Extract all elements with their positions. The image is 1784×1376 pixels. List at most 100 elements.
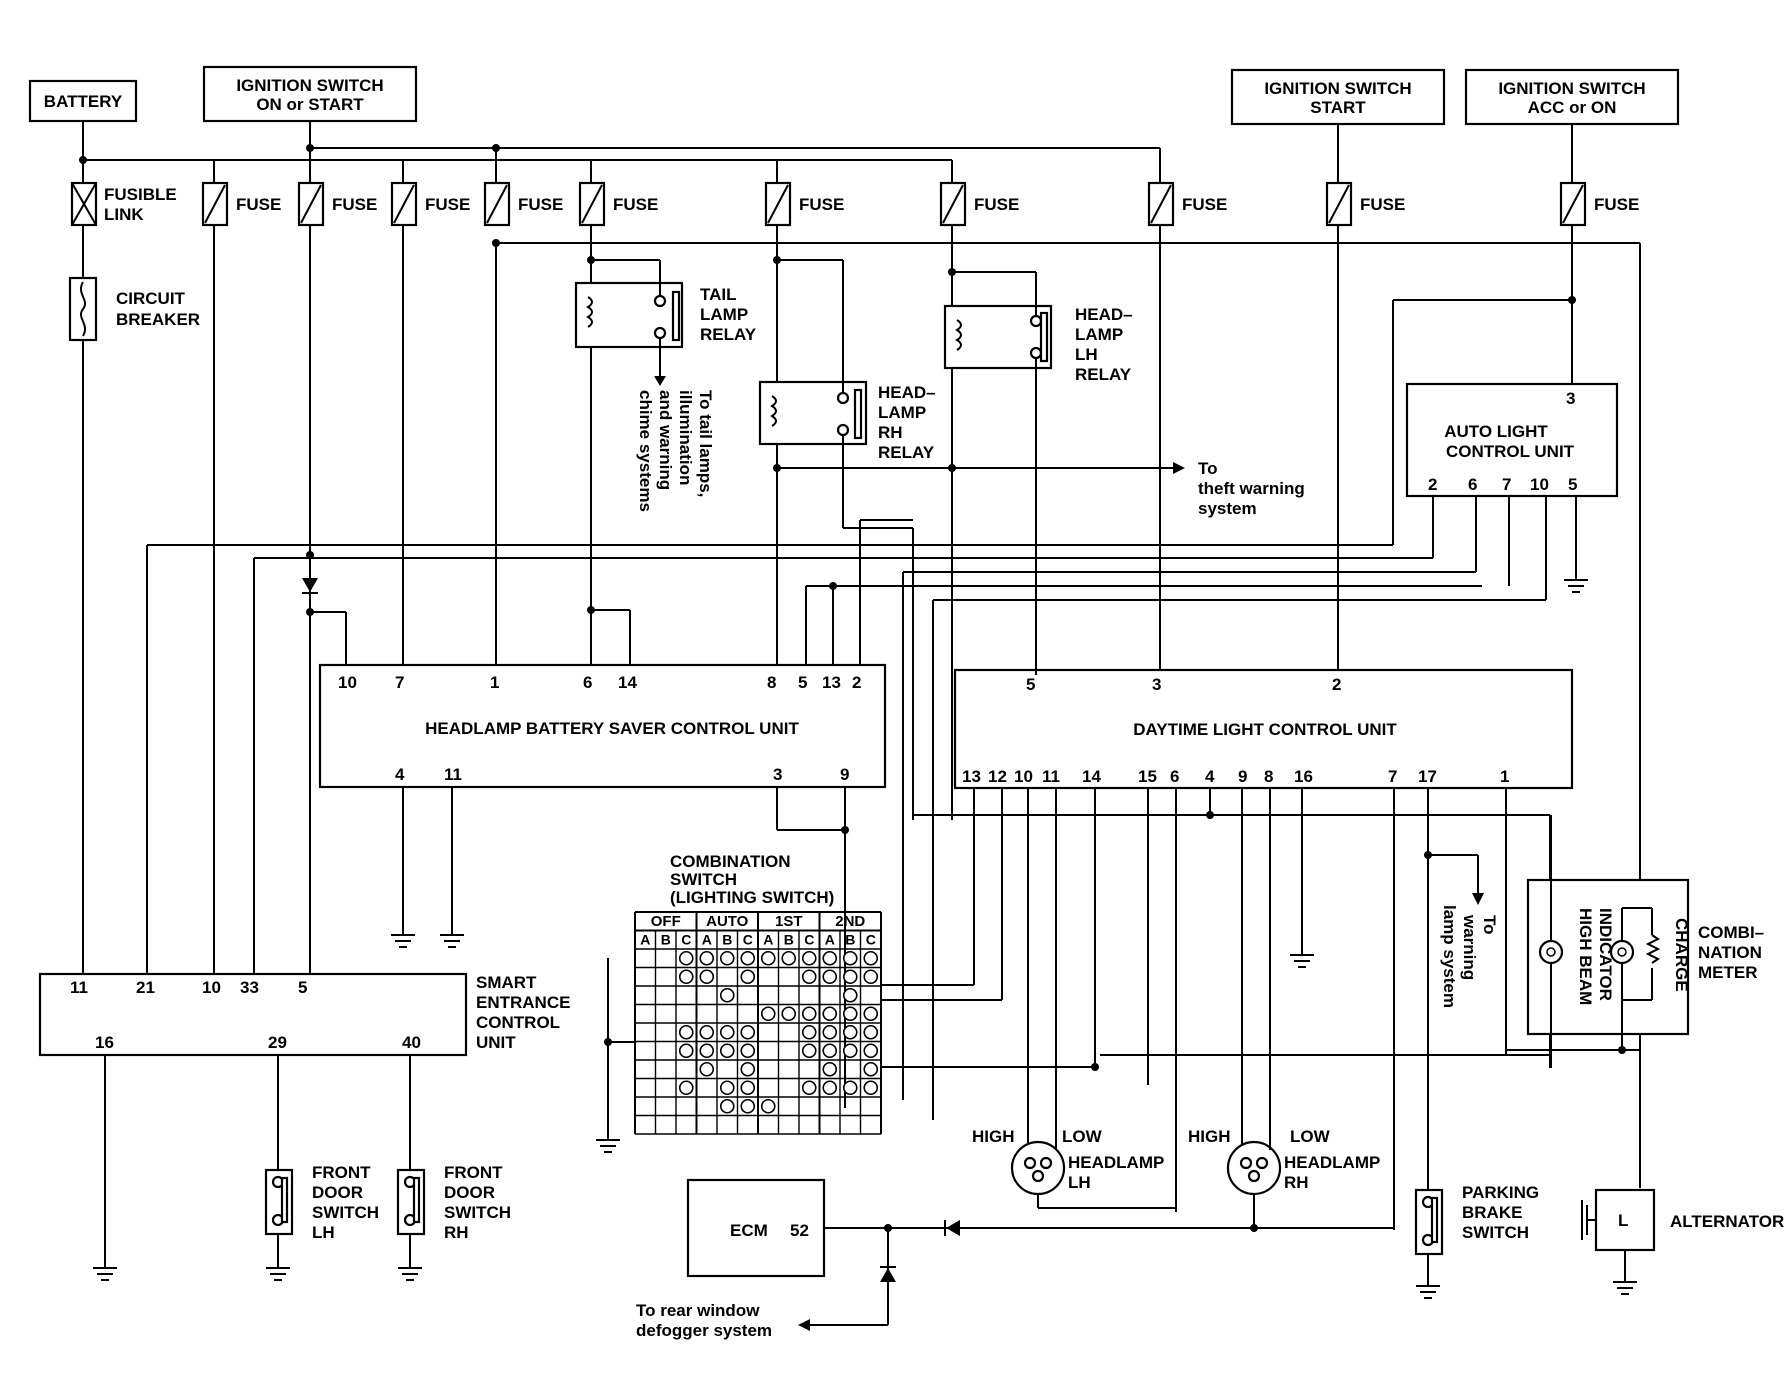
combo-col-label: A	[640, 932, 650, 948]
alternator: L ALTERNATOR	[1581, 1188, 1784, 1282]
svg-text:RELAY: RELAY	[1075, 365, 1132, 384]
combo-contact	[678, 1080, 694, 1096]
svg-text:IGNITION SWITCH: IGNITION SWITCH	[1264, 79, 1411, 98]
svg-text:HEADLAMP: HEADLAMP	[1068, 1153, 1164, 1172]
svg-text:9: 9	[1238, 767, 1247, 786]
combo-col-label: C	[866, 932, 876, 948]
combo-contact	[842, 1043, 858, 1059]
svg-text:IGNITION SWITCH: IGNITION SWITCH	[1498, 79, 1645, 98]
combo-col-label: B	[661, 932, 671, 948]
svg-text:START: START	[1310, 98, 1366, 117]
combo-contact	[699, 1043, 715, 1059]
svg-text:theft warning: theft warning	[1198, 479, 1305, 498]
svg-text:14: 14	[618, 673, 637, 692]
combo-group-label: 1ST	[775, 913, 803, 930]
combo-contact	[842, 969, 858, 985]
svg-text:14: 14	[1082, 767, 1101, 786]
svg-text:4: 4	[395, 765, 405, 784]
svg-text:HIGH: HIGH	[972, 1127, 1015, 1146]
svg-text:ACC or ON: ACC or ON	[1528, 98, 1617, 117]
svg-text:LH: LH	[1075, 345, 1098, 364]
svg-text:FUSE: FUSE	[518, 195, 563, 214]
battery-saver-wires	[302, 225, 849, 1108]
ecm: ECM 52	[686, 1178, 1394, 1331]
svg-text:RH: RH	[444, 1223, 469, 1242]
svg-text:To: To	[1198, 459, 1218, 478]
svg-text:8: 8	[1264, 767, 1273, 786]
combo-col-label: C	[804, 932, 814, 948]
fuse-row: FUSIBLE LINK	[70, 160, 177, 227]
combo-contact	[740, 1043, 756, 1059]
theft-warning-line: To theft warning system	[773, 459, 1305, 518]
svg-text:10: 10	[1014, 767, 1033, 786]
svg-text:FUSE: FUSE	[799, 195, 844, 214]
combo-contact	[822, 1061, 838, 1077]
combo-contact	[822, 950, 838, 966]
svg-text:6: 6	[583, 673, 592, 692]
combo-contact	[699, 1024, 715, 1040]
ground-alternator	[1613, 1281, 1637, 1295]
ground-daytime-16	[1290, 954, 1314, 968]
svg-text:4: 4	[1205, 767, 1215, 786]
front-door-switch-lh: FRONT DOOR SWITCH LH	[264, 1163, 379, 1281]
svg-text:LINK: LINK	[104, 205, 144, 224]
svg-text:ON or START: ON or START	[256, 95, 364, 114]
combo-contact	[678, 950, 694, 966]
svg-text:BREAKER: BREAKER	[116, 310, 200, 329]
svg-text:HIGH: HIGH	[1188, 1127, 1231, 1146]
fuse-2: FUSE	[297, 148, 377, 227]
svg-text:FUSE: FUSE	[1182, 195, 1227, 214]
svg-text:21: 21	[136, 978, 155, 997]
svg-text:5: 5	[298, 978, 307, 997]
combo-contact	[740, 969, 756, 985]
svg-text:HEAD–: HEAD–	[878, 383, 936, 402]
svg-text:6: 6	[1170, 767, 1179, 786]
svg-text:ALTERNATOR: ALTERNATOR	[1670, 1212, 1784, 1231]
svg-text:SWITCH: SWITCH	[1462, 1223, 1529, 1242]
svg-text:13: 13	[962, 767, 981, 786]
headlamp-battery-saver-control-unit: HEADLAMP BATTERY SAVER CONTROL UNIT 10 7…	[318, 663, 887, 789]
svg-text:15: 15	[1138, 767, 1157, 786]
svg-text:DAYTIME LIGHT CONTROL UNIT: DAYTIME LIGHT CONTROL UNIT	[1133, 720, 1397, 739]
headlamp-lh: HIGH LOW HEADLAMP LH	[972, 1127, 1176, 1209]
svg-text:40: 40	[402, 1033, 421, 1052]
combo-contact	[801, 1080, 817, 1096]
svg-text:FRONT: FRONT	[444, 1163, 503, 1182]
svg-text:METER: METER	[1698, 963, 1758, 982]
power-buses	[79, 121, 1573, 182]
svg-text:ECM: ECM	[730, 1221, 768, 1240]
svg-text:chime systems: chime systems	[636, 390, 655, 512]
combo-switch-wires	[596, 958, 635, 1153]
combo-col-label: B	[845, 932, 855, 948]
svg-text:RELAY: RELAY	[700, 325, 757, 344]
combo-contact	[719, 1080, 735, 1096]
combo-contact	[740, 950, 756, 966]
combo-contact	[863, 1024, 879, 1040]
svg-text:7: 7	[1502, 475, 1511, 494]
svg-text:FUSE: FUSE	[236, 195, 281, 214]
combination-switch-title: COMBINATION SWITCH (LIGHTING SWITCH)	[670, 852, 834, 907]
svg-text:LOW: LOW	[1290, 1127, 1331, 1146]
svg-text:FUSE: FUSE	[613, 195, 658, 214]
combo-contact	[822, 1080, 838, 1096]
circuit-breaker: CIRCUIT BREAKER	[68, 225, 200, 990]
battery-box: BATTERY	[28, 79, 138, 123]
svg-text:10: 10	[1530, 475, 1549, 494]
svg-text:8: 8	[767, 673, 776, 692]
combo-contact	[801, 1024, 817, 1040]
rear-defogger-note: To rear window defogger system	[636, 1301, 772, 1340]
svg-text:NATION: NATION	[1698, 943, 1762, 962]
combo-contact	[781, 950, 797, 966]
headlamp-rh: HIGH LOW HEADLAMP RH	[1188, 1127, 1380, 1232]
svg-text:CHARGE: CHARGE	[1672, 918, 1691, 992]
svg-text:ENTRANCE: ENTRANCE	[476, 993, 570, 1012]
svg-text:PARKING: PARKING	[1462, 1183, 1539, 1202]
fuse-9: FUSE	[1325, 181, 1405, 227]
svg-text:warning: warning	[1460, 914, 1479, 980]
svg-text:HIGH BEAM: HIGH BEAM	[1576, 908, 1595, 1005]
svg-text:FUSE: FUSE	[974, 195, 1019, 214]
svg-text:CONTROL UNIT: CONTROL UNIT	[1446, 442, 1575, 461]
combo-contact	[719, 987, 735, 1003]
combo-contact	[801, 1043, 817, 1059]
